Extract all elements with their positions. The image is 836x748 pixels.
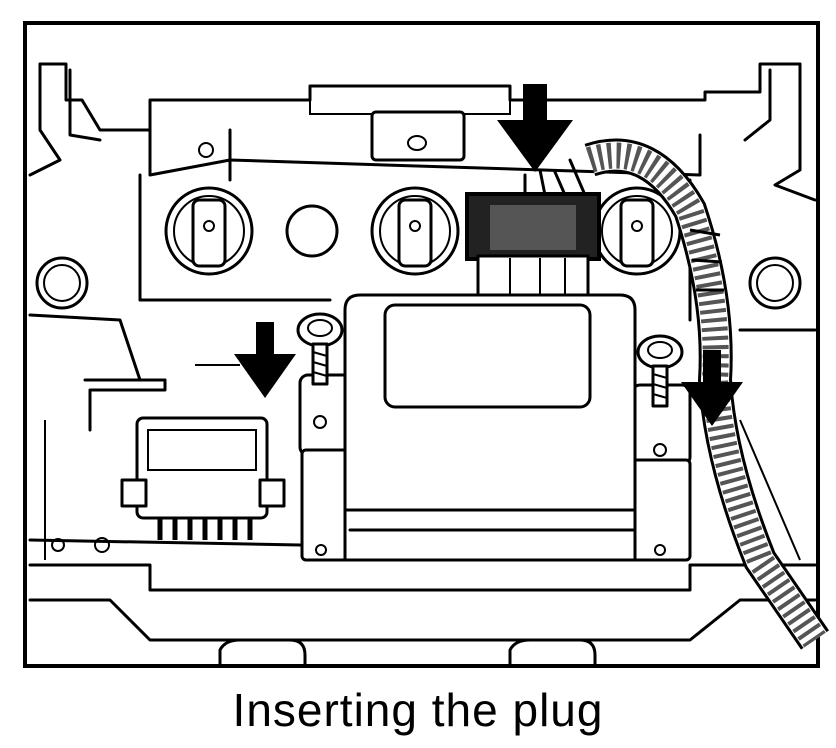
lower-connector <box>51 416 286 553</box>
screw-left <box>296 312 344 386</box>
down-arrow-icon <box>497 84 573 172</box>
screw-right <box>636 334 684 408</box>
socket-middle <box>370 186 460 276</box>
hole-side-right <box>748 256 802 310</box>
control-module <box>298 293 692 562</box>
hole-side-left <box>35 256 89 310</box>
socket-left <box>164 186 254 276</box>
installation-diagram <box>23 21 830 668</box>
diagram-caption: Inserting the plug <box>232 684 604 736</box>
socket-right <box>592 186 682 276</box>
hole-center-left <box>285 204 339 258</box>
wire-harness <box>584 138 830 650</box>
down-arrow-icon <box>681 350 743 426</box>
plug-connector <box>465 158 601 300</box>
down-arrow-icon <box>234 322 296 398</box>
